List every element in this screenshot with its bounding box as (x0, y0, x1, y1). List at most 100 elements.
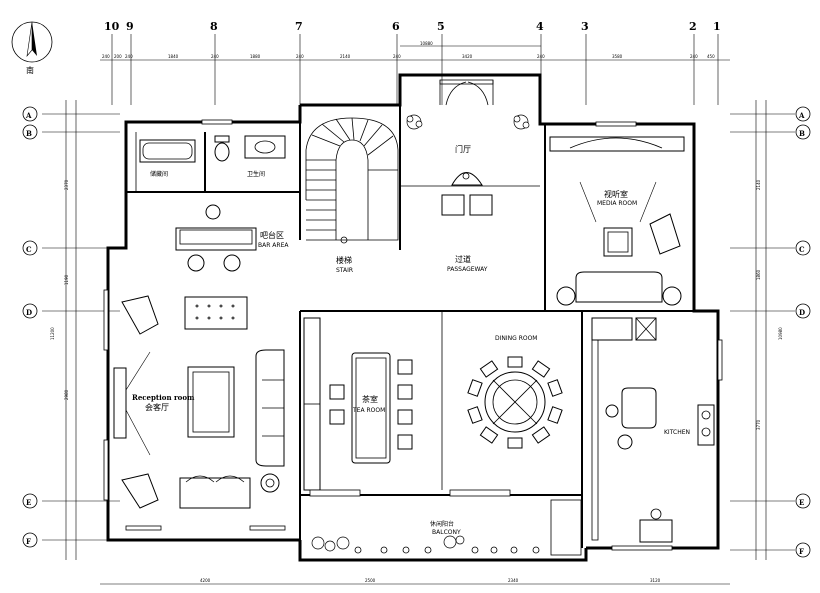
axis-label-6: 6 (392, 20, 400, 33)
plant-icon (443, 535, 465, 549)
recliner (649, 213, 681, 255)
plant-icon (513, 114, 530, 130)
room-label-balcony-en: BALCONY (432, 529, 461, 536)
left-axis-a: A (25, 111, 32, 120)
windows (103, 119, 723, 551)
dim-left-7: 2980 (64, 389, 69, 400)
chair-icon (329, 384, 345, 400)
dim-top-10: 240 (537, 54, 545, 59)
axis-label-2: 2 (689, 20, 697, 33)
dim-right-5: 1860 (756, 269, 761, 280)
room-label-passage-en: PASSAGEWAY (447, 266, 488, 273)
interior-walls (126, 104, 718, 548)
right-axis-f: F (799, 547, 804, 556)
bar-counter (175, 227, 257, 251)
media-room: 视听室 MEDIA ROOM (549, 136, 685, 306)
bar-stool (617, 434, 633, 450)
axis-label-4: 4 (536, 20, 544, 33)
dim-top-4: 240 (211, 54, 219, 59)
tea-table (351, 352, 391, 464)
room-label-kitchen-en: KITCHEN (664, 429, 690, 436)
tv-cabinet (113, 367, 127, 439)
bathroom-area: 储藏间 卫生间 (139, 135, 286, 178)
dining-chairs (467, 356, 563, 449)
side-table (556, 286, 576, 306)
kitchen: KITCHEN (591, 317, 715, 543)
axis-label-1: 1 (713, 20, 721, 33)
dim-top-12: 240 (690, 54, 698, 59)
side-table (662, 286, 682, 306)
room-label-bar-en: BAR AREA (258, 242, 289, 249)
room-label-tea-en: TEA ROOM (352, 407, 385, 414)
dim-left-total: 11200 (50, 327, 55, 340)
toilet-icon (214, 142, 230, 162)
room-label-stair: 楼梯 (336, 255, 352, 265)
chair-icon (397, 384, 413, 400)
room-label-reception: 会客厅 (145, 402, 169, 412)
media-sofa (575, 271, 663, 303)
media-console (549, 136, 685, 152)
chair-icon (329, 409, 345, 425)
room-label-reception-en: Reception room (132, 393, 195, 402)
newel-post-icon (340, 236, 348, 244)
room-label-media-en: MEDIA ROOM (597, 200, 637, 207)
kitchen-island (621, 387, 657, 429)
foyer-area: 门厅 过道 PASSAGEWAY (400, 79, 540, 273)
balcony: 休闲阳台 BALCONY (311, 499, 582, 556)
left-axis-e: E (26, 498, 31, 507)
axis-label-10: 10 (104, 20, 120, 33)
dim-bottom-1: 4200 (200, 578, 211, 583)
kitchen-sink (639, 519, 673, 543)
media-table (603, 227, 633, 257)
dim-top-13: 450 (707, 54, 715, 59)
plant-icon (406, 114, 423, 130)
dim-left-3: 2370 (64, 179, 69, 190)
dim-right-total: 10980 (778, 327, 783, 340)
right-axis-b: B (799, 129, 805, 138)
reception-room: Reception room 会客厅 (113, 295, 285, 509)
bar-stool (187, 254, 205, 272)
right-axis-c: C (799, 245, 805, 254)
dim-top-1: 200 (114, 54, 122, 59)
plant-icon (311, 536, 350, 552)
dim-top-2: 240 (125, 54, 133, 59)
dim-top-7: 2140 (340, 54, 351, 59)
top-axis-markers: 10 9 8 7 6 5 4 3 2 1 10880 240 200 240 1… (100, 20, 730, 105)
dim-right-3: 2140 (756, 179, 761, 190)
axis-label-8: 8 (210, 20, 218, 33)
loveseat (179, 477, 251, 509)
dim-top-3: 1840 (168, 54, 179, 59)
left-axis-d: D (26, 308, 32, 317)
right-axis-e: E (799, 498, 804, 507)
room-label-balcony: 休闲阳台 (430, 520, 454, 528)
left-axis-f: F (26, 537, 31, 546)
coffee-table (187, 366, 235, 438)
dim-top-9: 3420 (462, 54, 473, 59)
axis-label-3: 3 (581, 20, 589, 33)
armchair (121, 473, 159, 509)
planter-pots (354, 546, 540, 554)
ottoman (184, 296, 248, 330)
bar-stool (205, 204, 221, 220)
dim-top-0: 240 (102, 54, 110, 59)
room-label-toilet: 卫生间 (247, 170, 265, 178)
axis-label-9: 9 (126, 20, 134, 33)
bathtub (139, 139, 196, 163)
dim-top-6: 240 (296, 54, 304, 59)
bar-stool (223, 254, 241, 272)
dim-top-8: 240 (393, 54, 401, 59)
tea-room: 茶室 TEA ROOM (303, 317, 413, 491)
room-label-passage-cn: 过道 (455, 254, 471, 264)
left-axis-markers: A B C D E F 11200 2370 1190 2980 (22, 100, 120, 560)
bar-area: 吧台区 BAR AREA (175, 204, 289, 272)
dim-bottom-5: 2340 (508, 578, 519, 583)
room-label-dining-en: DINING ROOM (495, 335, 537, 342)
axis-label-5: 5 (437, 20, 445, 33)
dim-bottom-3: 2500 (365, 578, 376, 583)
right-axis-markers: A B C D E F 10980 2140 1860 3770 (730, 100, 811, 560)
room-label-stair-en: STAIR (336, 267, 353, 274)
bench-seat (441, 194, 465, 216)
dim-right-7: 3770 (756, 419, 761, 430)
north-arrow-icon (11, 21, 53, 63)
side-table (260, 473, 280, 493)
